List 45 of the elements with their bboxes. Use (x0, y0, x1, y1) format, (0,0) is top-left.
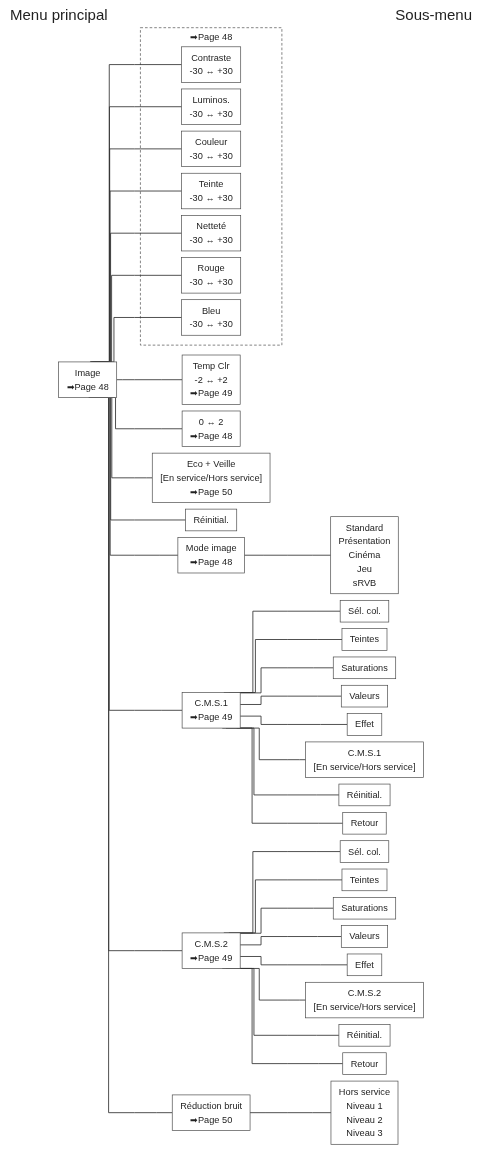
connector (239, 715, 348, 725)
node-box: C.M.S.1 ➡Page 49 (181, 692, 241, 729)
connector (239, 936, 342, 946)
node-box: Mode image ➡Page 48 (177, 537, 245, 574)
connector (239, 956, 348, 966)
node-box: Contraste -30 ↔ +30 (181, 46, 242, 83)
node-box: C.M.S.2 ➡Page 49 (181, 932, 241, 969)
node-box: Sél. col. (339, 600, 390, 623)
node-box: Valeurs (340, 684, 388, 708)
node-box: Teintes (341, 628, 388, 651)
node-box: Bleu -30 ↔ +30 (181, 299, 242, 336)
column-heading: Sous-menu (395, 6, 472, 23)
node-box: Temp Clr -2 ↔ +2 ➡Page 49 (181, 354, 241, 405)
node-box: Netteté -30 ↔ +30 (181, 215, 242, 252)
node-box: Effet (346, 713, 383, 736)
node-box: Standard Présentation Cinéma Jeu sRVB (330, 516, 399, 595)
node-box: Hors service Niveau 1 Niveau 2 Niveau 3 (330, 1080, 399, 1145)
node-box: Eco + Veille [En service/Hors service] ➡Page 50 (151, 452, 271, 503)
connector (116, 379, 183, 381)
connector (239, 695, 342, 705)
connector (239, 667, 334, 694)
node-box: C.M.S.1 [En service/Hors service] (305, 741, 424, 778)
node-box: Réduction bruit ➡Page 50 (171, 1094, 251, 1131)
node-box: Rouge -30 ↔ +30 (181, 257, 242, 294)
node-box: Réinitial. (338, 1024, 391, 1047)
node-box: Réinitial. (338, 783, 391, 807)
column-heading: Menu principal (10, 6, 108, 23)
node-box: Saturations (332, 656, 397, 680)
node-box: Effet (346, 953, 383, 977)
node-box: Couleur -30 ↔ +30 (181, 130, 242, 167)
node-box: C.M.S.2 [En service/Hors service] (305, 981, 424, 1019)
node-box: 0 ↔ 2 ➡Page 48 (181, 410, 241, 447)
node-box: Luminos. -30 ↔ +30 (181, 88, 242, 125)
connector (249, 1112, 332, 1114)
node-box: Valeurs (340, 925, 388, 948)
node-box: Réinitial. (185, 508, 238, 532)
node-box: Teinte -30 ↔ +30 (181, 172, 242, 210)
node-box: Teintes (341, 868, 388, 892)
node-box: Retour (342, 1052, 387, 1075)
node-box: Saturations (332, 897, 397, 920)
node-box: Image ➡Page 48 (58, 361, 118, 398)
node-box: Retour (342, 812, 387, 835)
connector (244, 554, 332, 556)
node-box: Sél. col. (339, 840, 390, 863)
connector (239, 907, 334, 934)
